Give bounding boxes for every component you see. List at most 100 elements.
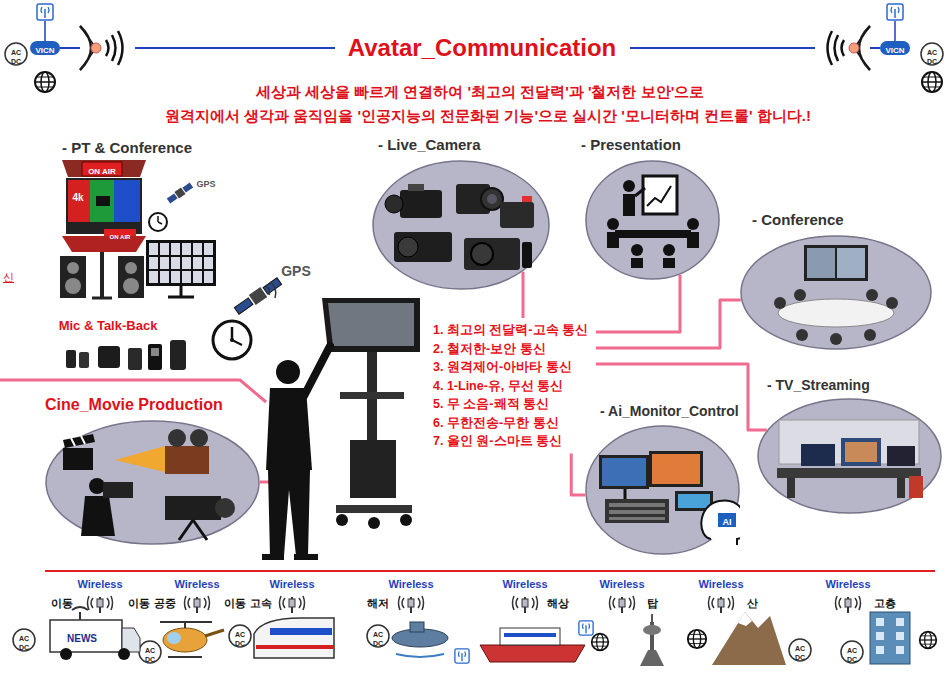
power-symbol: DC bbox=[19, 644, 29, 651]
subtitle: 세상과 세상을 빠르게 연결하여 '최고의 전달력'과 '철저한 보안'으로 bbox=[256, 83, 704, 100]
power-symbol: AC bbox=[373, 631, 383, 638]
power-symbol: AC bbox=[145, 647, 155, 654]
news-van bbox=[50, 607, 140, 660]
circle-fill bbox=[46, 421, 259, 544]
circle-picture bbox=[777, 420, 923, 498]
bullet-train bbox=[254, 618, 334, 658]
pt-conference-picture bbox=[90, 180, 114, 222]
pt-conference-picture bbox=[149, 213, 167, 231]
label-holder: Mic & Talk-Back bbox=[59, 316, 158, 334]
mic-devices bbox=[148, 344, 162, 370]
circle-heading: - Live_Camera bbox=[378, 136, 481, 153]
label-holder: NEWS bbox=[67, 628, 97, 646]
top-right-station bbox=[630, 47, 815, 49]
pt-conference-picture bbox=[204, 243, 213, 255]
pt-conference-picture bbox=[171, 243, 180, 255]
feature-item: 2. 철저한-보안 통신 bbox=[433, 340, 591, 359]
top-right-station bbox=[828, 26, 871, 70]
section-heading: Mic & Talk-Back bbox=[59, 318, 158, 333]
top-left-station bbox=[44, 21, 46, 41]
wireless-tag: Wireless bbox=[388, 578, 433, 590]
power-symbol: DC bbox=[235, 640, 245, 647]
teleprompter bbox=[368, 517, 380, 529]
pt-conference-picture bbox=[114, 180, 140, 222]
mountain bbox=[688, 612, 786, 665]
teleprompter bbox=[336, 514, 348, 526]
gps-satellite bbox=[233, 276, 282, 316]
tower bbox=[640, 650, 664, 666]
heading-holder: - Presentation bbox=[581, 136, 681, 154]
mountain bbox=[688, 630, 706, 648]
top-left-station bbox=[5, 43, 27, 65]
pt-conference-picture bbox=[158, 222, 162, 224]
connector-line bbox=[596, 364, 767, 430]
site-name: 산 bbox=[747, 597, 758, 609]
mic-devices bbox=[98, 346, 120, 368]
circle-heading: - Ai_Monitor_Control bbox=[600, 403, 739, 419]
heading-holder: - Conference bbox=[752, 211, 844, 229]
site-name: 이동 고속 bbox=[224, 597, 271, 609]
pt-conference-picture bbox=[193, 271, 202, 283]
label-holder: AC bbox=[11, 41, 21, 59]
power-symbol: DC bbox=[373, 640, 383, 647]
gps-satellite bbox=[233, 276, 282, 316]
top-left-station bbox=[60, 47, 80, 49]
top-right-station bbox=[870, 47, 880, 49]
ship bbox=[504, 633, 556, 637]
presenter bbox=[262, 554, 284, 560]
label-holder: Wireless bbox=[502, 574, 547, 592]
on-air-sign: ON AIR bbox=[110, 234, 131, 240]
label-holder: AC bbox=[19, 627, 29, 645]
top-right-station bbox=[921, 43, 943, 65]
circle-outline bbox=[757, 398, 942, 514]
resolution-tag: 4k bbox=[72, 192, 83, 203]
pt-conference-picture bbox=[92, 297, 112, 300]
connector-line bbox=[522, 272, 525, 318]
circle-outline bbox=[372, 160, 550, 290]
clock bbox=[230, 338, 234, 342]
heading-holder: - Ai_Monitor_Control bbox=[600, 402, 739, 420]
high-rise bbox=[870, 612, 936, 664]
teleprompter bbox=[350, 440, 396, 498]
title-holder: Avatar_Communication bbox=[348, 34, 617, 62]
submarine bbox=[396, 654, 444, 657]
pt-conference-picture bbox=[160, 257, 169, 269]
circle-heading: Cine_Movie Production bbox=[45, 396, 223, 413]
van-logo: NEWS bbox=[67, 633, 97, 644]
submarine bbox=[392, 622, 448, 657]
connector-line bbox=[571, 454, 585, 496]
pt-conference-picture bbox=[149, 243, 158, 255]
pt-conference-picture bbox=[123, 278, 139, 294]
top-right-station bbox=[887, 4, 903, 20]
gps-tag: GPS bbox=[281, 263, 311, 279]
high-rise bbox=[896, 618, 904, 626]
circle-picture bbox=[385, 184, 534, 270]
circle-fill bbox=[758, 399, 941, 513]
gps-tag: GPS bbox=[196, 179, 215, 189]
ship bbox=[480, 621, 593, 662]
signal-badge bbox=[455, 649, 469, 663]
mountain bbox=[738, 612, 752, 626]
tower bbox=[651, 614, 653, 622]
pt-conference-picture bbox=[149, 243, 213, 283]
label-holder: 4k bbox=[72, 187, 83, 205]
pt-conference-picture bbox=[171, 271, 180, 283]
feature-item: 1. 최고의 전달력-고속 통신 bbox=[433, 321, 591, 340]
high-rise bbox=[876, 618, 884, 626]
label-holder: 이동 고속 bbox=[224, 593, 271, 611]
tower bbox=[592, 614, 664, 666]
submarine bbox=[410, 622, 424, 632]
power-symbol: AC bbox=[235, 631, 245, 638]
top-left-station bbox=[80, 26, 123, 70]
label-holder: GPS bbox=[196, 173, 215, 191]
label-holder: AC bbox=[235, 623, 245, 641]
helicopter bbox=[184, 622, 186, 628]
service-circle: - TV_Streaming bbox=[757, 398, 942, 514]
label-holder: DC bbox=[145, 648, 155, 666]
top-left-station bbox=[35, 72, 55, 92]
wireless-tag: Wireless bbox=[174, 578, 219, 590]
power-symbol: AC bbox=[847, 647, 857, 654]
bullet-train bbox=[270, 628, 332, 635]
site-name: 해저 bbox=[367, 597, 389, 609]
wireless-tag: Wireless bbox=[825, 578, 870, 590]
